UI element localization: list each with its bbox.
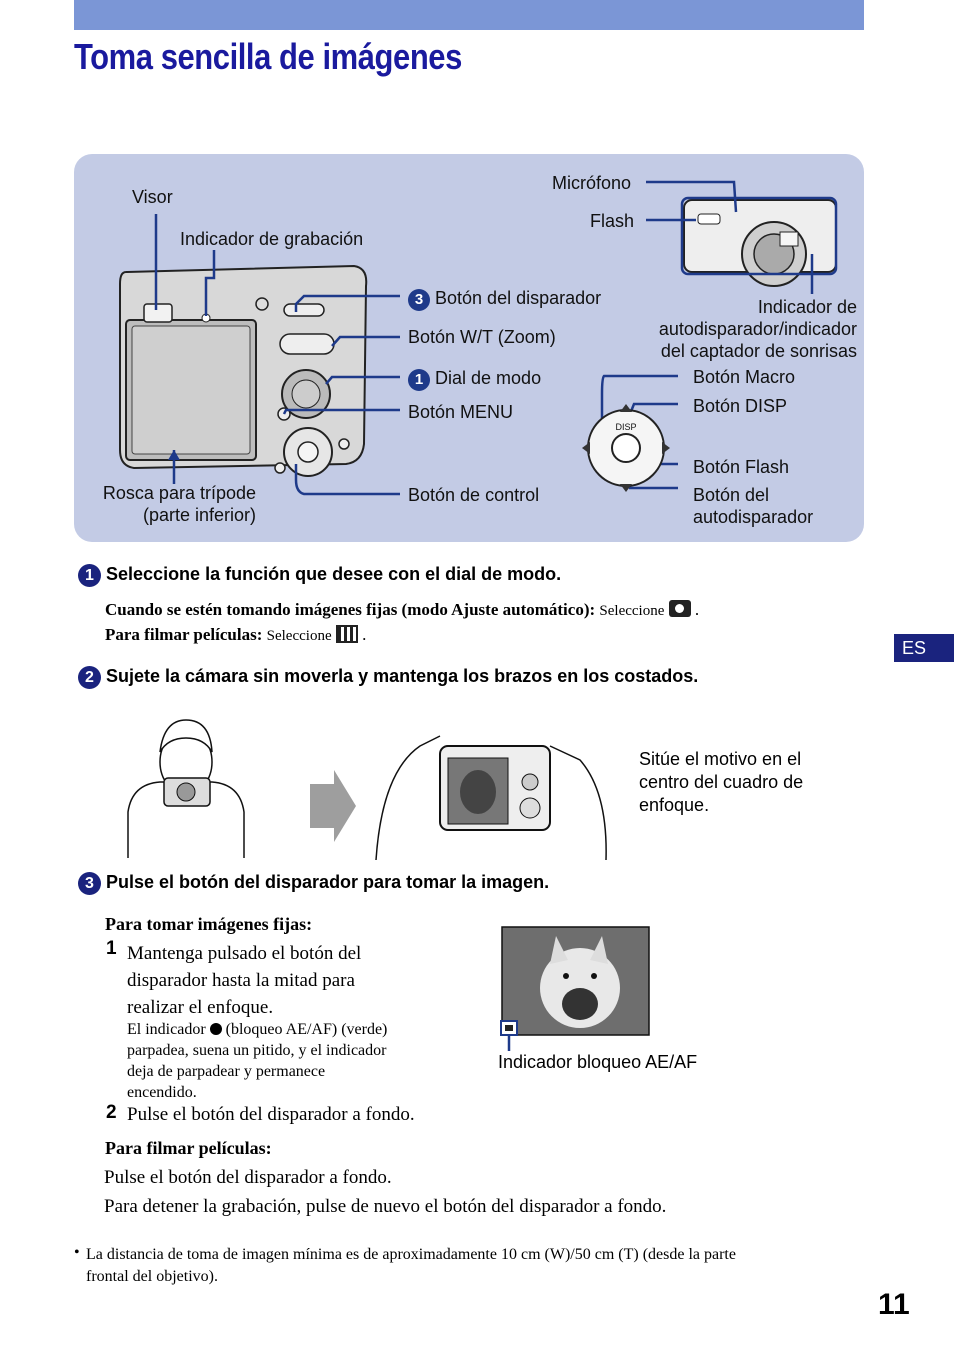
camera-front-illustration [683, 199, 837, 287]
footnote-bullet: • [74, 1244, 80, 1261]
label-indicador-grabacion: Indicador de grabación [180, 229, 364, 249]
step-2-caption: Sitúe el motivo en el centro del cuadro … [639, 749, 804, 815]
dog-photo-illustration [500, 926, 650, 1051]
ae-af-note: El indicador (bloqueo AE/AF) (verde) par… [127, 1021, 388, 1101]
substep-2-text: Pulse el botón del disparador a fondo. [127, 1104, 415, 1125]
label-boton-flash: Botón Flash [693, 457, 790, 477]
label-boton-menu: Botón MENU [408, 402, 514, 422]
label-boton-autodisp-2: autodisparador [693, 507, 814, 527]
stills-title: Para tomar imágenes fijas: [105, 914, 313, 934]
page-number: 11 [878, 1288, 910, 1321]
step-2-badge: 2 [78, 666, 101, 689]
control-pad-illustration [582, 404, 670, 492]
movies-line-1: Pulse el botón del disparador a fondo. [104, 1167, 392, 1188]
step-3-heading: 3 Pulse el botón del disparador para tom… [78, 872, 549, 895]
header-bar [74, 0, 864, 30]
camera-icon [668, 600, 691, 617]
label-autodisp-3: del captador de sonrisas [660, 341, 857, 361]
label-boton-control: Botón de control [408, 485, 540, 505]
label-autodisp-2: autodisparador/indicador [658, 319, 857, 339]
leader-lines-left [154, 214, 400, 496]
step-3-badge: 3 [78, 872, 101, 895]
substep-2-number: 2 [106, 1102, 117, 1123]
substep-1-number: 1 [106, 938, 117, 959]
step-number-1-badge: 1 [408, 369, 430, 391]
movies-line-2: Para detener la grabación, pulse de nuev… [104, 1196, 667, 1217]
camera-diagram: DISP [119, 180, 838, 496]
label-visor: Visor [132, 187, 173, 207]
label-dial-modo: 1 Dial de modo [408, 367, 541, 391]
language-tab: ES [894, 634, 954, 662]
disp-mark: DISP [615, 422, 636, 432]
movie-film-icon [335, 625, 358, 643]
label-rosca-1: Rosca para trípode [102, 483, 256, 503]
label-boton-autodisp-1: Botón del [693, 485, 770, 505]
step-1-heading: 1 Seleccione la función que desee con el… [78, 564, 561, 587]
step-1-line-2: Para filmar películas: Seleccione . [105, 625, 367, 644]
label-rosca-2: (parte inferior) [142, 505, 256, 525]
camera-diagram-panel: DISP Visor Indicador de grabación Rosca … [74, 154, 864, 542]
holding-camera-illustration [127, 719, 607, 861]
label-autodisp-1: Indicador de [757, 297, 857, 317]
step-1-badge: 1 [78, 564, 101, 587]
label-boton-macro: Botón Macro [693, 367, 796, 387]
step-2-heading: 2 Sujete la cámara sin moverla y manteng… [78, 666, 698, 689]
page-title: Toma sencilla de imágenes [74, 36, 462, 77]
step-1-line-1: Cuando se estén tomando imágenes fijas (… [105, 600, 700, 619]
label-microfono: Micrófono [552, 173, 632, 193]
movies-title: Para filmar películas: [105, 1138, 272, 1158]
ae-af-dot-icon [209, 1023, 222, 1035]
footnote-text: La distancia de toma de imagen mínima es… [86, 1246, 736, 1285]
label-flash: Flash [590, 211, 635, 231]
label-boton-disp: Botón DISP [693, 396, 788, 416]
ae-af-caption: Indicador bloqueo AE/AF [498, 1052, 698, 1072]
label-boton-wt: Botón W/T (Zoom) [408, 327, 556, 347]
step-number-3-badge: 3 [408, 289, 430, 311]
substep-1-text: Mantenga pulsado el botón del disparador… [127, 943, 362, 1018]
label-boton-disparador: 3 Botón del disparador [408, 287, 601, 311]
